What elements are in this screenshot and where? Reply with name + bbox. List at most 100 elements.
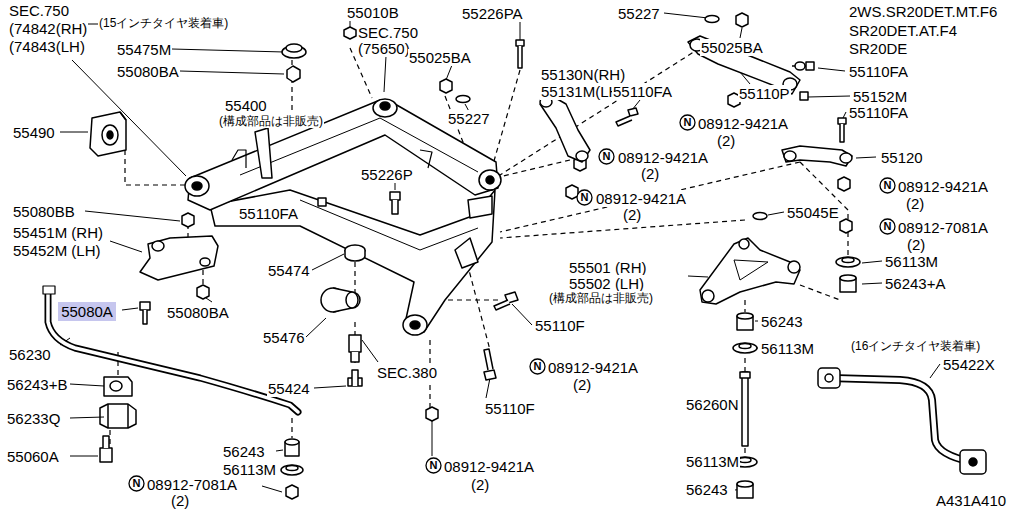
callout-number: 55080A [58,302,116,321]
leader-line [432,420,433,456]
leader-line [856,157,876,158]
bushing-washer [333,288,360,312]
part-label: 55474 [267,262,311,279]
bolt [100,40,846,462]
part-label: 55080BB [12,203,76,220]
circled-symbol: N [529,358,546,375]
bushing-washer [282,13,748,103]
part-label: 55010B [346,4,400,21]
leader-line [512,304,532,325]
bolt [140,302,150,310]
lower-arm [700,213,800,305]
part-label: 08912-9421A [595,190,687,207]
mount-bushing [90,112,126,156]
upper-link [540,96,590,162]
leader-line [60,13,940,492]
circled-symbol: N [576,189,593,206]
circled-symbol: N [425,457,442,474]
nut [426,407,438,421]
bushing-washer [733,343,757,353]
leader-line [206,298,212,302]
dashed-guide [125,150,185,185]
leader-line [72,60,186,176]
suspension-member [255,128,272,178]
leader-line [808,96,850,97]
suspension-member [192,182,202,190]
part-label: (2) [572,376,592,393]
stabilizer-bar [48,292,298,412]
stabilizer-bar [48,292,298,412]
part-label: 55422X [942,356,996,373]
part-label: (74842(RH) [8,20,88,37]
suspension-member [373,99,397,117]
stabilizer-bar [818,368,840,388]
bushing-washer [842,258,854,263]
leader-line [85,211,180,221]
bolt [838,118,846,124]
bushing-washer [286,466,298,471]
leader-line [314,386,346,388]
bolt [516,40,524,46]
part-label: 55110FA [848,63,909,80]
bushing-washer [287,66,300,82]
bolt [806,62,814,70]
symbol-letter: N [425,457,442,474]
bushing-washer [349,335,361,352]
leader-line [70,417,104,418]
bolt [352,370,358,386]
part-label: (2) [716,132,736,149]
part-label: 08912-7081A [897,219,989,236]
bushing-washer [286,44,302,52]
part-label: 56243 [222,443,266,460]
leader-line [262,486,282,492]
leader-line [122,308,138,310]
part-label: SR20DET.AT.F4 [848,22,958,39]
suspension-member [410,321,420,329]
bushing-washer [737,481,753,487]
bushing-washer [739,458,751,463]
leader-line [362,340,378,362]
mount-bushing [102,125,118,145]
suspension-member [486,176,494,184]
toe-link [782,146,852,166]
leader-line [384,56,386,92]
part-label: 55451M (RH) [12,224,104,241]
circle-outline [129,476,144,491]
suspension-member [380,102,390,110]
symbol-letter: N [529,358,546,375]
upper-link [576,151,588,161]
part-label: (構成部品は非販売) [548,291,654,305]
part-label: 2WS.SR20DET.MT.F6 [848,3,998,20]
part-label: 56243+A [884,275,946,292]
circled-symbol: N [598,148,615,165]
part-label: 55152M [852,88,908,105]
leader-line [276,450,283,451]
leader-line [446,65,452,80]
trailing-arm [140,236,218,280]
dashed-guide [117,350,118,375]
dashed-guide [800,285,840,300]
circle-outline [680,115,695,130]
part-label: 56230 [8,346,52,363]
bushing-washer [742,372,748,446]
lower-arm [739,239,749,249]
bushing-washer [736,13,748,27]
stabilizer-bar [818,368,986,474]
part-label: 56233Q [6,410,61,427]
suspension-member [479,170,501,190]
bushing-washer [740,372,750,378]
bolt [318,198,326,206]
stabilizer-clamp [110,381,122,391]
suspension-member [210,190,495,332]
dashed-guide [495,160,570,178]
bushing-washer [346,292,358,308]
bushing-washer [737,313,753,319]
part-label: 55130N(RH) [540,66,626,83]
bushing-washer [836,257,860,267]
bolt [840,124,844,142]
bolt [518,46,522,68]
suspension-member [185,99,501,335]
dashed-guide [744,448,745,455]
bolt [103,436,109,448]
nut [838,177,850,191]
